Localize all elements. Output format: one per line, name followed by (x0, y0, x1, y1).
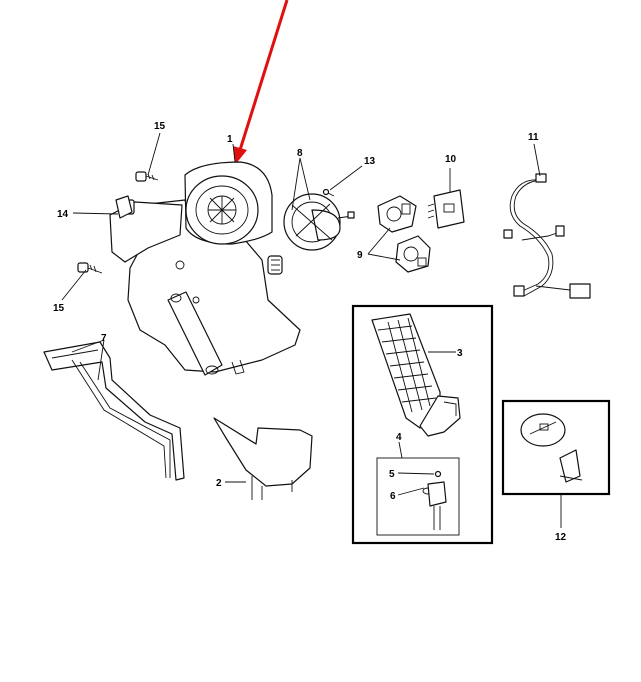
callout-14: 14 (57, 209, 69, 220)
bracket (115, 195, 133, 219)
leader-lines (61, 132, 562, 528)
callout-7: 7 (101, 333, 107, 344)
blower-motor (283, 193, 355, 251)
callout-labels: 1 15 14 15 8 13 10 11 9 7 2 3 4 5 6 12 (53, 121, 567, 543)
screw-lower (77, 262, 103, 274)
callout-13: 13 (364, 156, 376, 167)
actuator-upper (377, 195, 417, 233)
callout-15-upper: 15 (154, 121, 166, 132)
small-screw (322, 188, 335, 197)
valve-subbox (376, 457, 460, 536)
callout-4: 4 (396, 432, 402, 443)
callout-1: 1 (227, 134, 233, 145)
actuator-lower (395, 235, 431, 273)
blower-housing (109, 161, 301, 376)
screw-upper (135, 171, 159, 182)
callout-6: 6 (390, 491, 396, 502)
dial-part (520, 413, 583, 483)
callout-11: 11 (528, 132, 539, 143)
callout-8: 8 (297, 148, 303, 159)
heater-core-detail-box (351, 304, 494, 545)
callout-9: 9 (357, 250, 363, 261)
part-12-detail-box (501, 399, 611, 496)
callout-10: 10 (445, 154, 457, 165)
callout-5: 5 (389, 469, 395, 480)
callout-15-lower: 15 (53, 303, 65, 314)
callout-3: 3 (457, 348, 463, 359)
wiring-harness (503, 173, 591, 299)
duct-bracket (213, 417, 313, 500)
valve-assembly (422, 470, 447, 530)
callout-12: 12 (555, 532, 567, 543)
control-module (427, 189, 465, 229)
callout-2: 2 (216, 478, 222, 489)
red-pointer-arrow (233, 0, 289, 165)
heater-pipes (43, 341, 185, 481)
heater-core (371, 313, 461, 437)
